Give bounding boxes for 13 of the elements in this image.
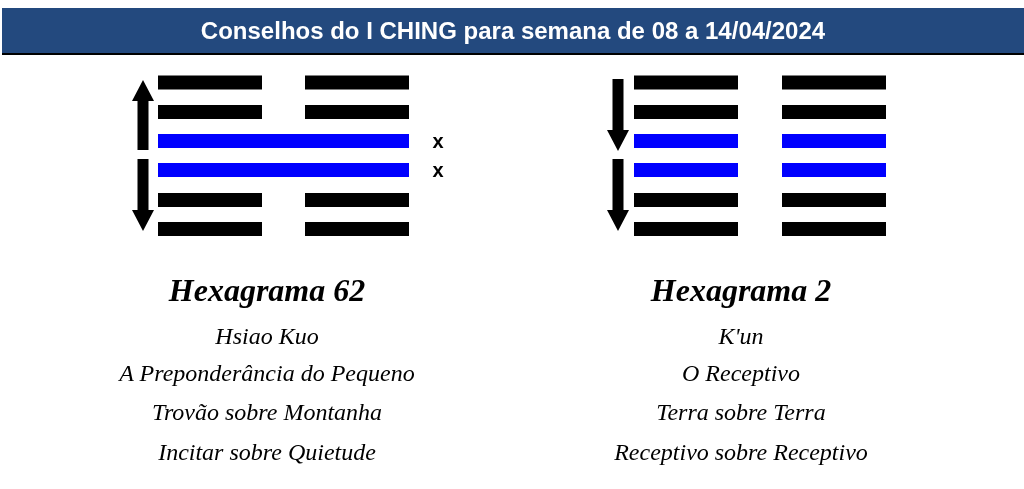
trigram-images: Terra sobre Terra xyxy=(656,398,826,426)
changing-line-mark: x xyxy=(432,158,444,182)
hexagram-title: Hexagrama 62 xyxy=(168,271,366,309)
hexagram-meaning: O Receptivo xyxy=(682,359,800,387)
changing-line-mark: x xyxy=(432,129,444,153)
hexagram-name: Hsiao Kuo xyxy=(215,322,319,350)
title-banner: Conselhos do I CHING para semana de 08 a 14/04/2024 xyxy=(2,8,1024,55)
hexagram-meaning: A Preponderância do Pequeno xyxy=(119,359,415,387)
hexagram-name: K'un xyxy=(718,322,764,350)
trigram-images: Trovão sobre Montanha xyxy=(151,398,383,426)
trigram-attributes: Incitar sobre Quietude xyxy=(158,438,376,466)
trigram-attributes: Receptivo sobre Receptivo xyxy=(614,438,868,466)
hexagram-title: Hexagrama 2 xyxy=(650,271,832,309)
